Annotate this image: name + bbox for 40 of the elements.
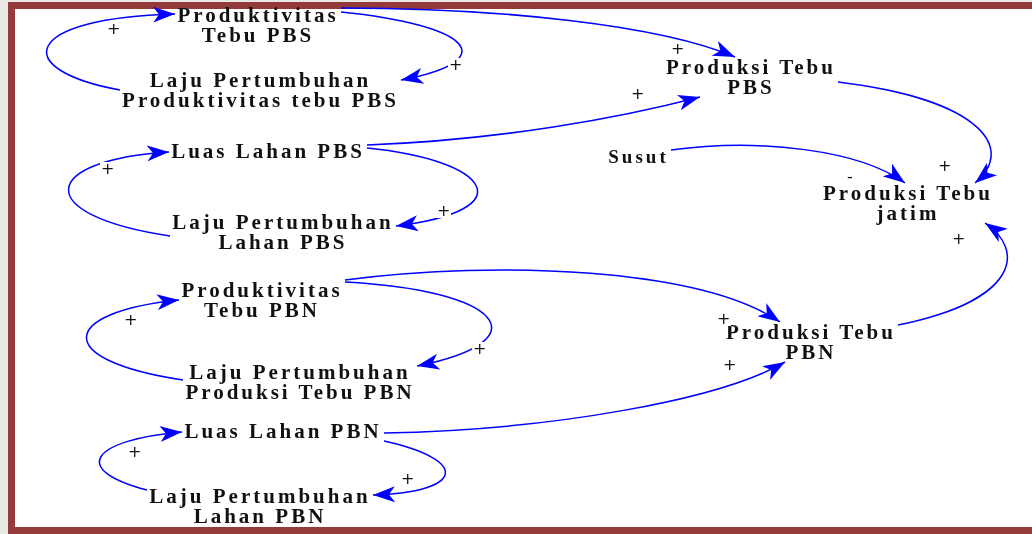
polarity-sign: + [106, 22, 122, 36]
causal-arrow [344, 269, 781, 323]
variable-label: Laju Pertumbuhan Lahan PBS [170, 212, 396, 252]
polarity-sign: + [722, 358, 738, 372]
variable-label: Produktivitas Tebu PBS [175, 5, 341, 45]
variable-label: Produktivitas Tebu PBN [179, 280, 345, 320]
causal-arrow [372, 440, 446, 502]
variable-label: Laju Pertumbuhan Produktivitas tebu PBS [120, 70, 401, 110]
polarity-sign: + [123, 313, 139, 327]
causal-arrow [85, 295, 184, 381]
polarity-sign: + [472, 342, 488, 356]
polarity-sign: + [436, 204, 452, 218]
variable-label: Produksi Tebu jatim [821, 183, 995, 223]
causal-arrow [383, 361, 786, 434]
causal-arrow [340, 7, 736, 58]
causal-arrow [46, 7, 176, 91]
causal-arrow [98, 426, 183, 491]
causal-arrow [366, 147, 479, 231]
polarity-sign: + [100, 162, 116, 176]
variable-label: Susut [606, 147, 671, 167]
polarity-sign: + [716, 312, 732, 326]
polarity-sign: + [630, 87, 646, 101]
variable-label: Laju Pertumbuhan Produksi Tebu PBN [183, 362, 417, 402]
causal-arrow [670, 144, 906, 184]
polarity-sign: + [670, 42, 686, 56]
causal-arrow [837, 81, 997, 184]
polarity-sign: + [951, 232, 967, 246]
polarity-sign: + [937, 159, 953, 173]
polarity-sign: + [127, 445, 143, 459]
causal-arrow [67, 146, 171, 237]
variable-label: Laju Pertumbuhan Lahan PBN [147, 486, 373, 526]
variable-label: Produksi Tebu PBS [664, 57, 838, 97]
variable-label: Luas Lahan PBN [182, 421, 384, 441]
causal-arrow [366, 94, 701, 146]
polarity-sign: + [400, 472, 416, 486]
causal-arrow [340, 11, 463, 83]
causal-arrow [344, 281, 493, 369]
variable-label: Luas Lahan PBS [169, 141, 367, 161]
polarity-sign: + [448, 58, 464, 72]
causal-arrow [897, 222, 1009, 326]
